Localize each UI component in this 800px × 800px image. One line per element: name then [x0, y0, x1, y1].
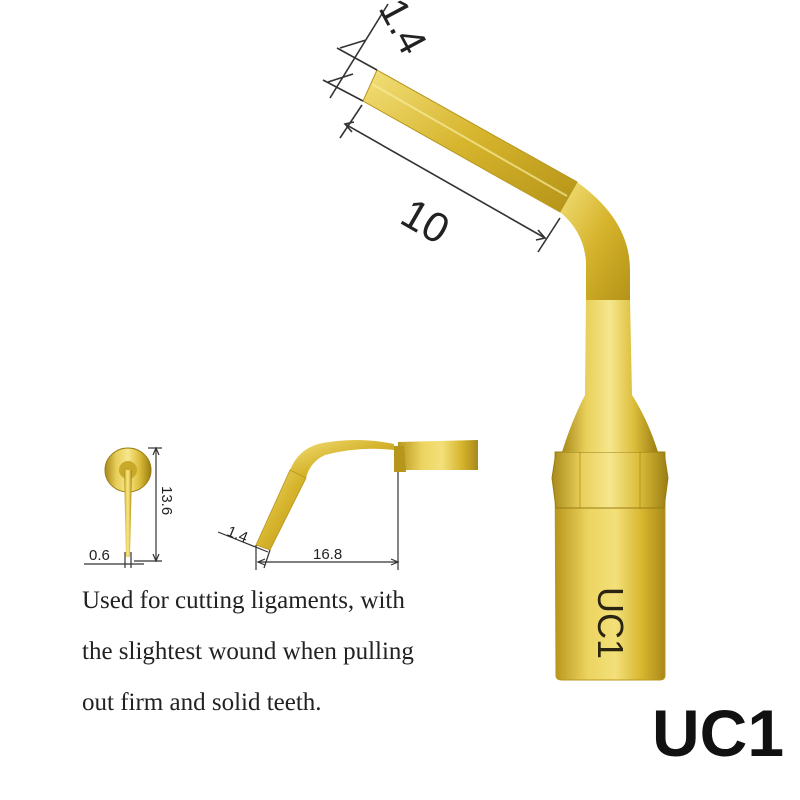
tip-engraving: UC1	[590, 587, 631, 659]
dimension-side-length-label: 16.8	[313, 546, 342, 563]
dimension-front-height-label: 13.6	[158, 486, 175, 515]
dimension-main-length-label: 10	[394, 189, 458, 253]
side-view-tip	[255, 440, 478, 551]
dimension-main-length	[339, 104, 561, 253]
dimension-side-length	[256, 472, 400, 570]
description-line-2: the slightest wound when pulling	[82, 638, 414, 665]
description: Used for cutting ligaments, with the sli…	[82, 575, 502, 728]
tip-bend	[560, 182, 630, 300]
dimension-side-width-label: 1.4	[225, 523, 251, 547]
dimension-main-width-label: 1.4	[370, 0, 435, 61]
tip-taper	[562, 300, 658, 452]
model-title: UC1	[652, 696, 785, 770]
tip-hex-ring	[551, 451, 669, 509]
description-line-1: Used for cutting ligaments, with	[82, 587, 405, 614]
front-view-tip	[104, 447, 152, 557]
description-line-3: out firm and solid teeth.	[82, 689, 322, 716]
main-tip: UC1	[362, 69, 669, 681]
dimension-front-width	[84, 552, 144, 568]
tip-shank-body	[554, 451, 666, 681]
dimension-front-height	[134, 446, 162, 563]
dimension-main-width	[322, 3, 389, 102]
dimension-front-width-label: 0.6	[89, 547, 110, 564]
